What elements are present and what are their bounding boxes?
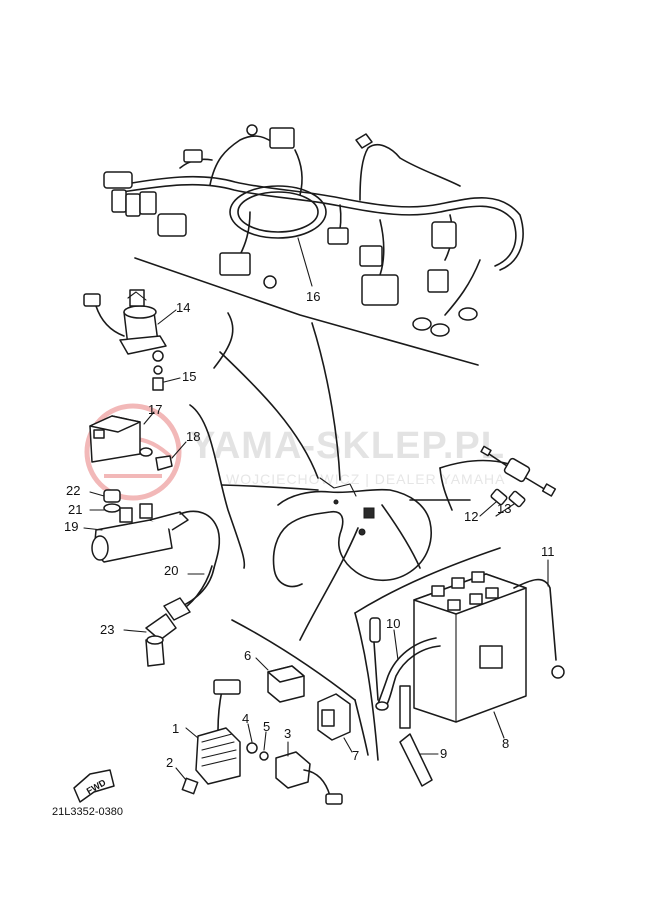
forward-arrow: FWD — [73, 769, 115, 803]
starter-motor-19 — [83, 489, 221, 609]
main-switch-14 — [83, 289, 181, 391]
group-brackets — [189, 312, 521, 761]
small-parts-4-5 — [246, 723, 269, 761]
callout-6: 6 — [244, 648, 251, 663]
callout-1: 1 — [172, 721, 179, 736]
frame-outline — [272, 477, 432, 588]
callout-21: 21 — [68, 502, 82, 517]
callout-12: 12 — [464, 509, 478, 524]
callout-3: 3 — [284, 726, 291, 741]
callout-2: 2 — [166, 755, 173, 770]
watermark-subtitle: WOJCIECHOWICZ | DEALER YAMAHA — [226, 471, 505, 487]
callout-8: 8 — [502, 736, 509, 751]
callout-9: 9 — [440, 746, 447, 761]
callout-7: 7 — [352, 748, 359, 763]
plug-lead-20 — [123, 565, 213, 667]
watermark: YAMA-SKLEP.PL WOJCIECHOWICZ | DEALER YAM… — [84, 403, 505, 501]
callout-10: 10 — [386, 616, 400, 631]
callout-5: 5 — [263, 719, 270, 734]
fuse-holder-12 — [479, 445, 557, 517]
wire-harness-16 — [103, 124, 524, 366]
callout-18: 18 — [186, 429, 200, 444]
rectifier-1 — [175, 679, 241, 795]
relay-17 — [89, 411, 187, 471]
callout-11: 11 — [541, 544, 555, 559]
callout-4: 4 — [242, 711, 249, 726]
relay-7 — [317, 693, 353, 753]
callout-15: 15 — [182, 369, 196, 384]
diagram-reference-code: 21L3352-0380 — [52, 806, 123, 818]
callout-13: 13 — [497, 501, 511, 516]
battery-leads — [369, 559, 565, 787]
callout-20: 20 — [164, 563, 178, 578]
callout-16: 16 — [306, 289, 320, 304]
battery-8 — [413, 571, 527, 739]
callout-14: 14 — [176, 300, 190, 315]
callout-23: 23 — [100, 622, 114, 637]
watermark-title: YAMA-SKLEP.PL — [190, 425, 505, 467]
relay-6 — [255, 657, 305, 703]
callout-17: 17 — [148, 402, 162, 417]
starter-relay-3 — [275, 741, 343, 805]
callout-22: 22 — [66, 483, 80, 498]
callout-19: 19 — [64, 519, 78, 534]
callout-labels: 1 2 3 4 5 6 7 8 9 10 11 12 13 14 15 16 1… — [64, 289, 555, 770]
